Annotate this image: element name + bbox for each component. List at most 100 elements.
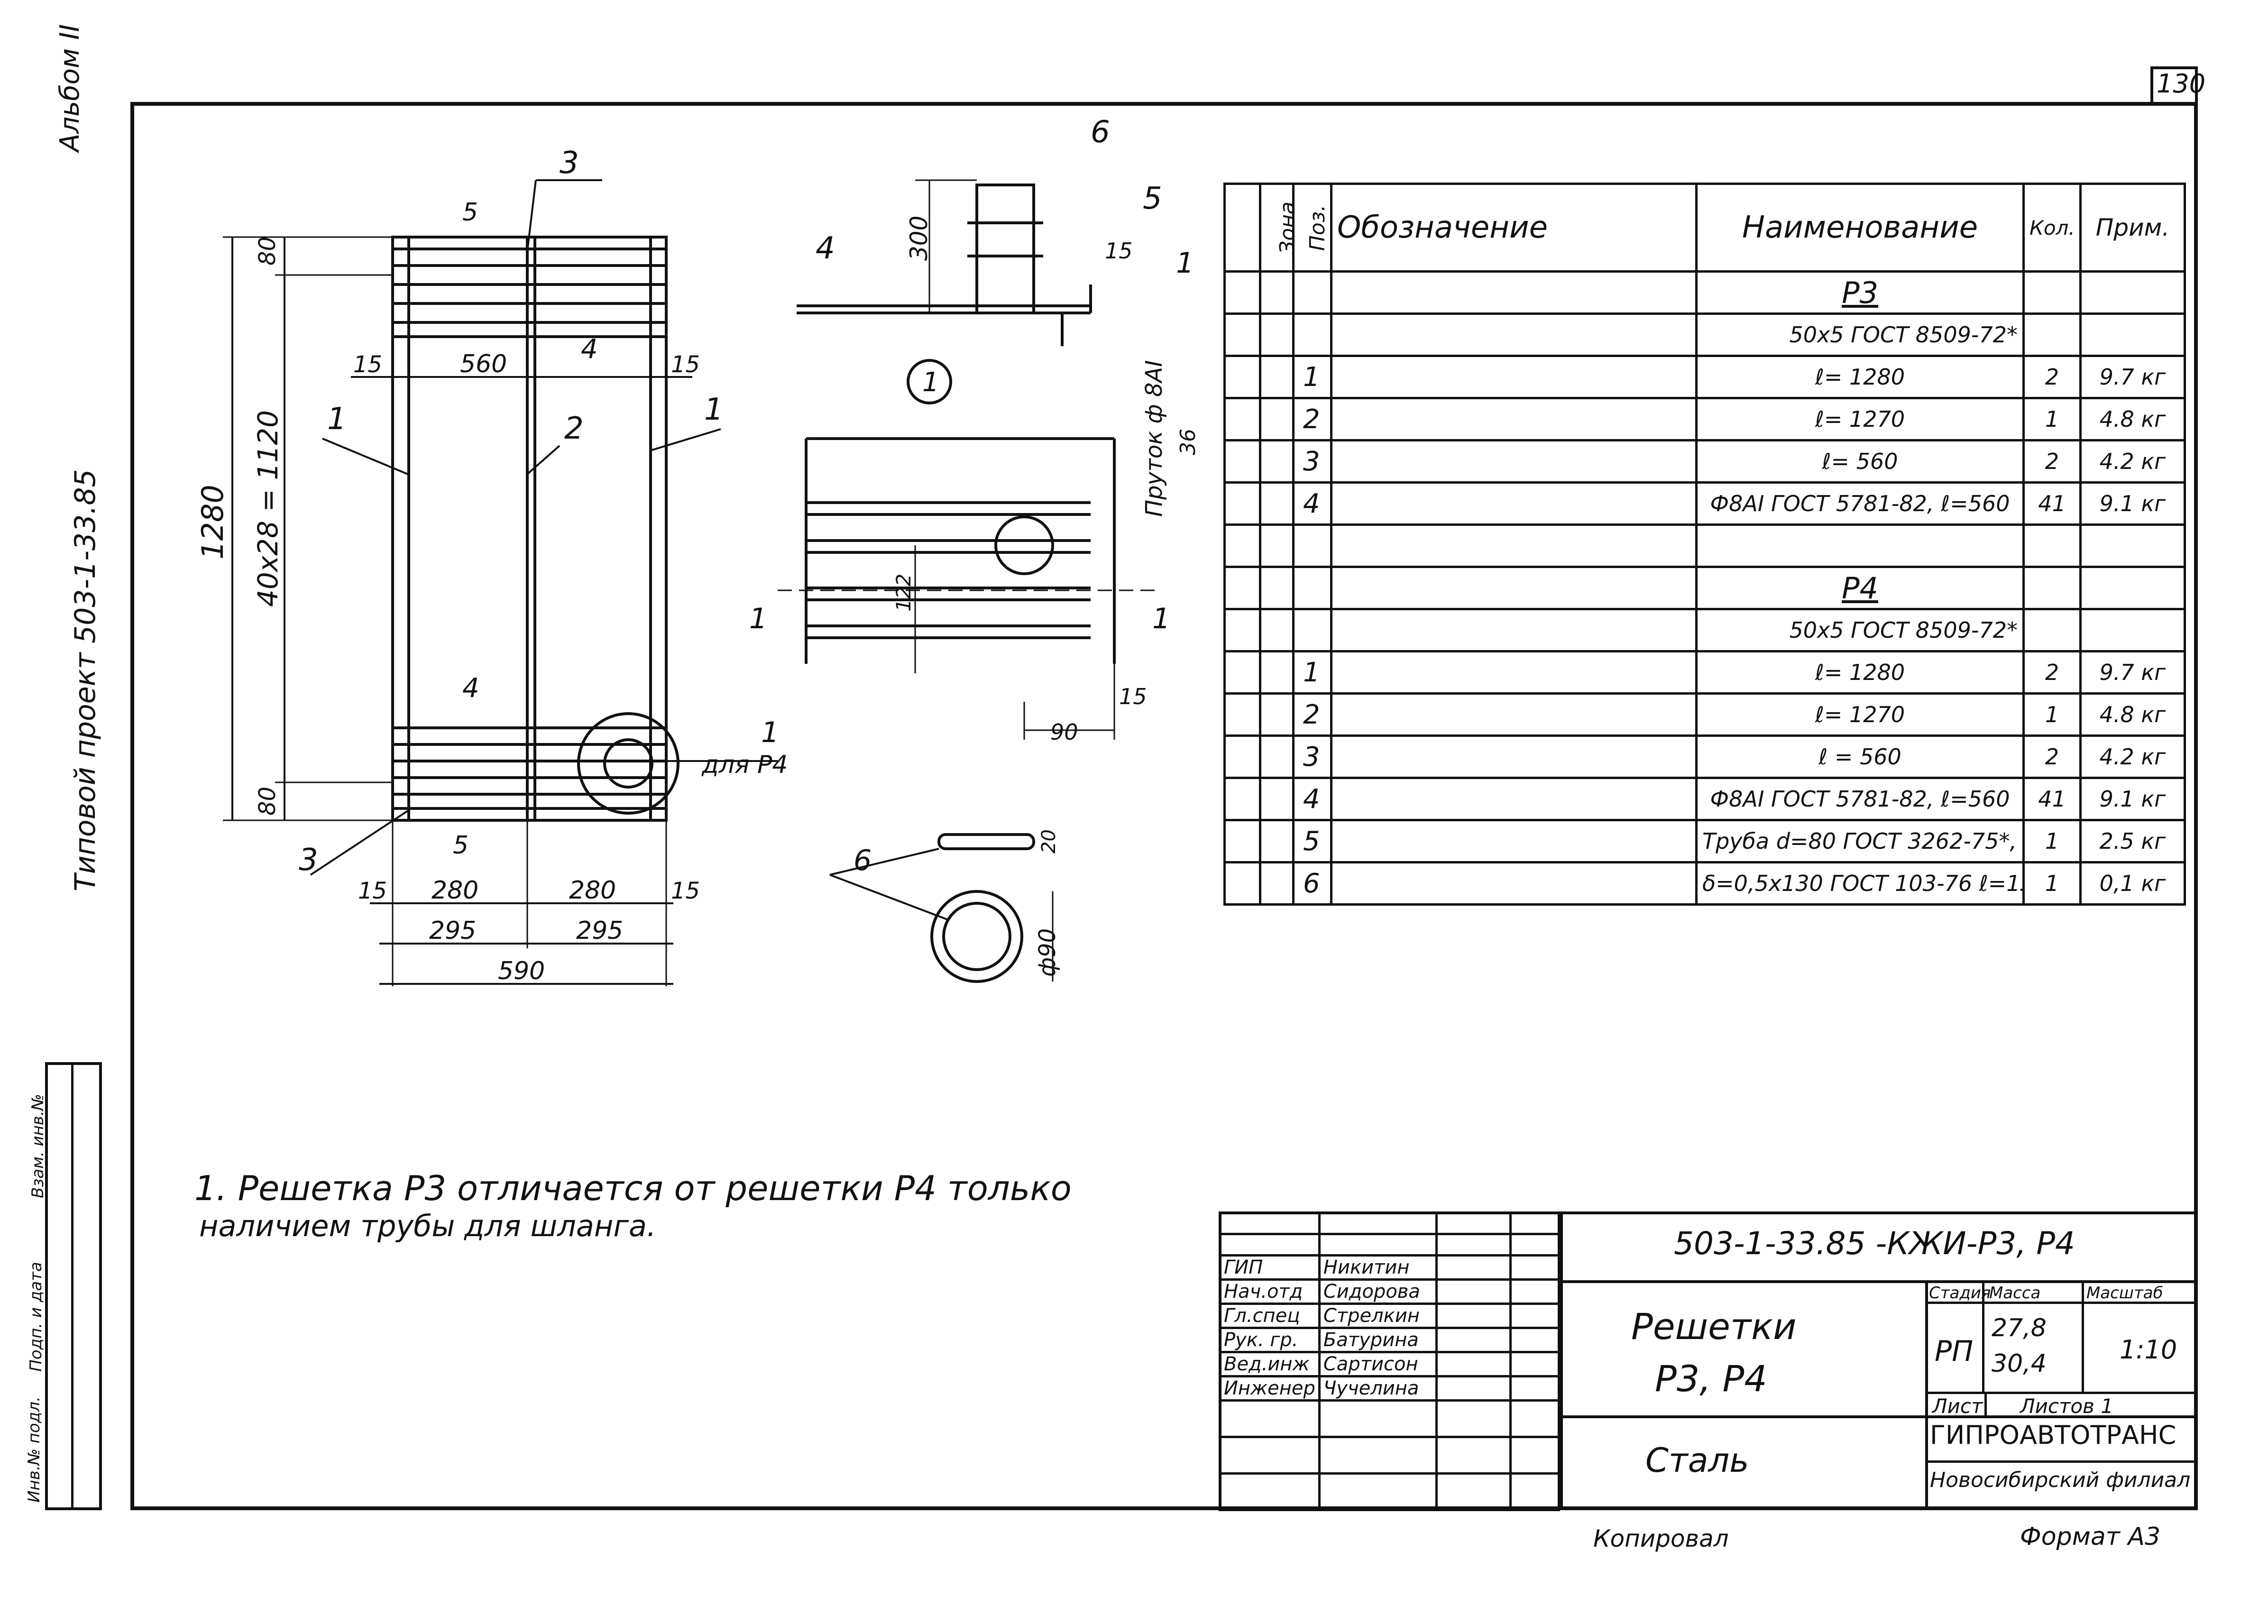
spec-format-cell (1223, 523, 1261, 568)
sheet-number: 130 (2157, 69, 2206, 99)
spec-pos-cell: 4 (1292, 481, 1332, 526)
spec-pos-cell: 3 (1292, 734, 1332, 779)
spec-name-cell: 50x5 ГОСТ 8509-72* (1695, 312, 2025, 357)
spec-zone-cell (1259, 734, 1295, 779)
staff-signature (1435, 1278, 1512, 1305)
section-mark-left: 1 (749, 602, 767, 635)
spec-designation-cell (1330, 777, 1698, 821)
dim-bottom-margin: 80 (254, 787, 281, 816)
spec-pos-cell (1292, 608, 1332, 652)
spec-designation-cell (1330, 397, 1698, 441)
specification-table: Формат Зона Поз. Обозначение Наименовани… (1223, 183, 2186, 906)
spec-row: Р4 (1223, 566, 2186, 610)
spec-zone-cell (1259, 650, 1295, 695)
spec-pos-cell (1292, 270, 1332, 315)
header-format: Формат (1223, 183, 1261, 273)
spec-zone-cell (1259, 312, 1295, 357)
staff-date (1509, 1278, 1560, 1305)
spec-designation-cell (1330, 734, 1698, 779)
spec-zone-cell (1259, 566, 1295, 610)
staff-role: Гл.спец (1219, 1303, 1321, 1329)
title-line-2: Р3, Р4 (1655, 1358, 1767, 1400)
spec-designation-cell (1330, 481, 1698, 526)
staff-signature (1435, 1233, 1512, 1257)
callout-1-section: 1 (1176, 247, 1194, 280)
scale-label: Масштаб (2086, 1284, 2163, 1303)
dim-overall-width: 590 (498, 957, 545, 985)
staff-role: Инженер (1219, 1375, 1321, 1402)
spec-designation-cell (1330, 608, 1698, 652)
staff-signature (1435, 1303, 1512, 1329)
header-note: Прим. (2079, 183, 2186, 273)
dim-inner-height: 40x28 = 1120 (252, 410, 284, 607)
spec-name-cell: Р3 (1695, 270, 2025, 315)
spec-name-cell (1695, 523, 2025, 568)
staff-date (1509, 1472, 1560, 1511)
callout-6-plate: 6 (854, 844, 872, 877)
note-line-2: наличием трубы для шланга. (199, 1209, 656, 1243)
spec-note-cell (2079, 270, 2186, 315)
dim-side-left: 15 (353, 351, 382, 378)
header-qty: Кол. (2022, 183, 2082, 273)
dim-top-margin: 80 (254, 237, 281, 266)
spec-qty-cell: 1 (2022, 861, 2082, 906)
dim-bar-122: 122 (892, 574, 915, 612)
staff-name (1318, 1211, 1438, 1235)
spec-note-cell (2079, 312, 2186, 357)
mass-value-2: 30,4 (1992, 1349, 2047, 1378)
staff-name (1318, 1233, 1438, 1257)
spec-note-cell: 9.7 кг (2079, 650, 2186, 695)
staff-role: Рук. гр. (1219, 1327, 1321, 1353)
staff-date (1509, 1436, 1560, 1475)
dim-15-detail: 15 (1119, 684, 1147, 709)
sheet-label: Лист (1932, 1395, 1983, 1418)
spec-designation-cell (1330, 270, 1698, 315)
spec-zone-cell (1259, 355, 1295, 399)
spec-zone-cell (1259, 608, 1295, 652)
spec-pos-cell: 2 (1292, 692, 1332, 737)
callout-1-p4: 1 (761, 716, 779, 749)
org-branch: Новосибирский филиал (1930, 1468, 2191, 1492)
spec-note-cell (2079, 523, 2186, 568)
spec-format-cell (1223, 270, 1261, 315)
staff-role (1219, 1211, 1321, 1235)
staff-role (1219, 1233, 1321, 1257)
spec-note-cell: 0,1 кг (2079, 861, 2186, 906)
spec-format-cell (1223, 819, 1261, 863)
staff-name: Сидорова (1318, 1278, 1438, 1305)
staff-role (1219, 1472, 1321, 1511)
spec-name-cell: ℓ= 1270 (1695, 397, 2025, 441)
staff-role (1219, 1399, 1321, 1438)
binding-strip (45, 1062, 102, 1510)
binding-strip-divider (71, 1062, 73, 1510)
rod-label: Пруток ф 8АI (1141, 360, 1167, 517)
stage-label: Стадия (1929, 1284, 1991, 1303)
spec-qty-cell: 41 (2022, 481, 2082, 526)
staff-date (1509, 1303, 1560, 1329)
spec-row: Р3 (1223, 270, 2186, 315)
spec-qty-cell (2022, 608, 2082, 652)
staff-name: Батурина (1318, 1327, 1438, 1353)
spec-note-cell (2079, 608, 2186, 652)
spec-designation-cell (1330, 650, 1698, 695)
mass-value-1: 27,8 (1992, 1314, 2047, 1342)
callout-4-bottom: 4 (462, 673, 479, 704)
header-pos: Поз. (1292, 183, 1332, 273)
callout-1-left: 1 (327, 402, 347, 437)
staff-name (1318, 1472, 1438, 1511)
spec-note-cell: 9.1 кг (2079, 777, 2186, 821)
title-hline-4 (1925, 1392, 2198, 1394)
spec-pos-cell: 1 (1292, 650, 1332, 695)
spec-row: 50x5 ГОСТ 8509-72* (1223, 608, 2186, 652)
sheets-label: Листов 1 (2020, 1395, 2113, 1418)
spec-qty-cell (2022, 523, 2082, 568)
